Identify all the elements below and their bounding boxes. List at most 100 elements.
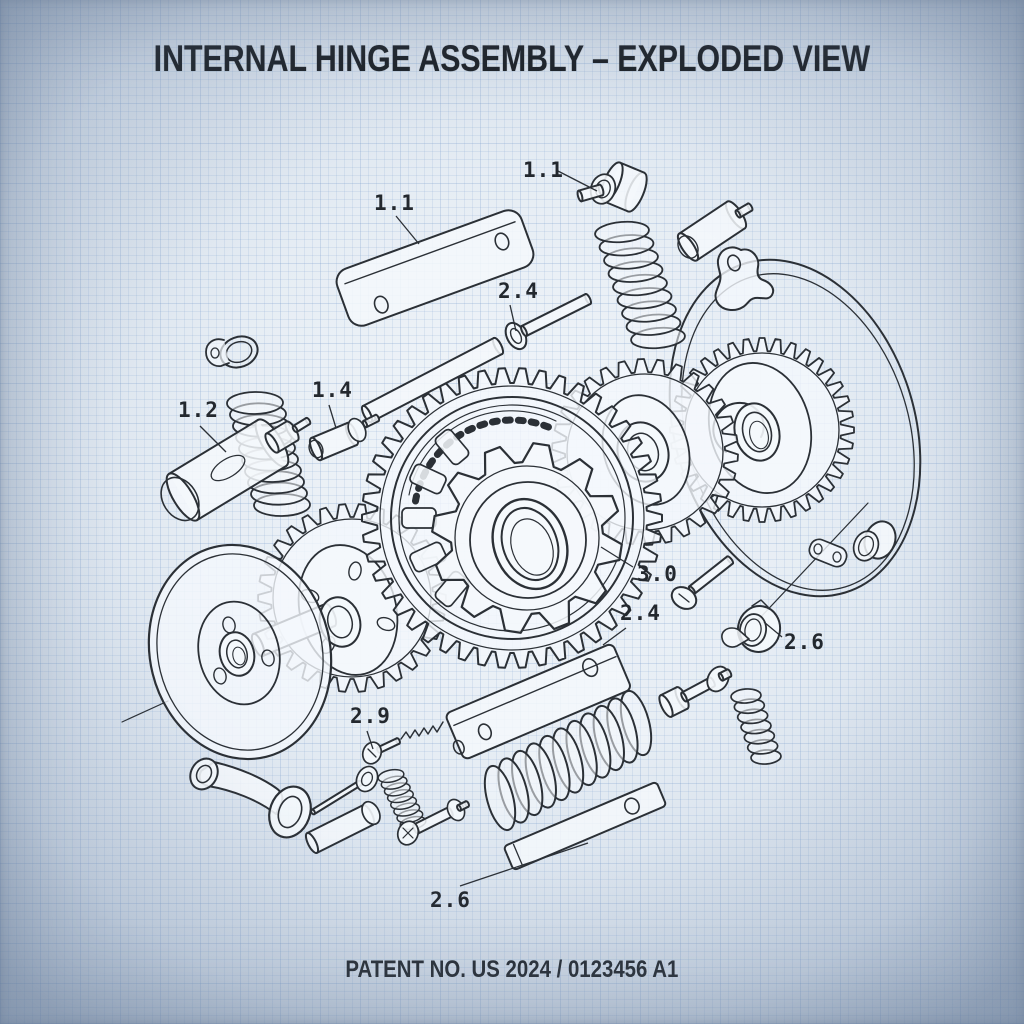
spring-coil — [226, 391, 284, 415]
leader-8 — [763, 621, 783, 638]
small-bolt — [396, 798, 470, 846]
cylinder-part — [578, 184, 603, 202]
cylinder-part — [678, 200, 729, 235]
leader-1 — [555, 169, 598, 192]
cylinder-part — [308, 436, 324, 462]
leader-3 — [509, 304, 517, 332]
cylinder-part — [577, 183, 601, 192]
part-label-roller-pin: 1.1 — [523, 158, 564, 182]
cylinder-part — [670, 707, 689, 718]
cylinder-part — [734, 202, 749, 212]
cylinder-part — [165, 472, 201, 522]
leader-9 — [366, 730, 374, 750]
mini-lever — [721, 627, 750, 648]
end-bracket — [714, 246, 775, 311]
cylinder-part — [306, 804, 365, 835]
cylinder-part — [519, 325, 529, 337]
collar-bushing — [721, 599, 782, 653]
cylinder-part — [520, 293, 587, 328]
cylinder-part — [717, 672, 725, 682]
leader-2 — [395, 215, 420, 245]
cylinder-part — [681, 677, 715, 702]
clevis-pin — [304, 800, 381, 854]
cylinder-part — [734, 209, 742, 219]
cylinder-part — [370, 352, 504, 423]
cylinder-part — [196, 465, 288, 522]
cylinder-part — [521, 294, 591, 336]
axis-line-right — [757, 502, 869, 621]
part-label-mounting-bar: 2.4 — [620, 601, 661, 625]
long-screw — [310, 765, 379, 816]
part-label-pin-washer: 2.4 — [498, 279, 539, 303]
part-labels: 1.1 1.1 2.4 1.4 1.2 3.0 2.4 2.6 2.9 2.6 — [178, 158, 825, 912]
cylinder-part — [310, 421, 349, 439]
cylinder-part — [319, 444, 358, 462]
cylinder-part — [168, 419, 287, 521]
leader-flywheel — [121, 700, 169, 723]
cylinder-part — [362, 338, 503, 422]
coil-spring-right — [730, 688, 782, 765]
flat-strap — [503, 781, 667, 871]
cylinder-part — [602, 200, 629, 213]
mounting-bar — [445, 643, 631, 760]
drawing-title-row: INTERNAL HINGE ASSEMBLY – EXPLODED VIEW — [0, 38, 1024, 80]
part-label-bushing: 1.4 — [312, 378, 353, 402]
leader-10 — [459, 842, 589, 887]
top-cover-bar — [335, 209, 535, 327]
cylinder-part — [739, 209, 754, 219]
cylinder-part — [603, 162, 645, 212]
main-ring-gear — [361, 367, 663, 669]
leader-5 — [199, 425, 227, 453]
cylinder-part — [315, 823, 374, 854]
cylinder-part — [304, 832, 320, 854]
cylinder-part — [580, 194, 604, 203]
cylinder-part — [679, 201, 745, 261]
cylinder-part — [264, 432, 280, 454]
part-label-main-gear: 3.0 — [637, 562, 678, 586]
cylinder-part — [680, 676, 711, 694]
ring-clamp — [205, 335, 259, 369]
cylinder-part — [276, 439, 299, 454]
cylinder-part — [376, 737, 398, 749]
shoulder-bolt — [658, 665, 733, 718]
coil-spring-top — [594, 220, 686, 350]
cylinder-part — [695, 227, 746, 262]
cylinder-part — [291, 424, 299, 434]
part-label-collar: 2.6 — [784, 630, 825, 654]
leader-7 — [602, 627, 627, 646]
spring-coil — [483, 764, 517, 832]
part-label-set-screw: 2.9 — [350, 704, 391, 728]
cap-right — [852, 520, 897, 562]
pin-and-washer — [360, 293, 593, 424]
cylinder-part — [362, 413, 377, 422]
part-label-plunger: 1.2 — [178, 398, 219, 422]
cylinder-part — [619, 161, 646, 174]
set-screw-2-9 — [361, 721, 444, 765]
cylinder-part — [311, 780, 362, 815]
spring-coil — [594, 220, 650, 244]
cylinder-part — [379, 742, 401, 754]
patent-number: PATENT NO. US 2024 / 0123456 A1 — [345, 956, 679, 983]
crank-lever — [189, 757, 312, 839]
cylinder-part — [310, 779, 360, 811]
cylinder-part — [167, 418, 259, 475]
cylinder-part — [660, 687, 688, 717]
cylinder-part — [292, 417, 308, 428]
main-coil-spring — [483, 689, 653, 832]
cylinder-part — [412, 806, 449, 826]
cylinder-part — [456, 804, 462, 812]
sleeve — [676, 200, 754, 262]
cylinder-part — [680, 691, 688, 703]
cylinder-part — [361, 337, 495, 408]
cylinder-part — [417, 815, 454, 835]
cylinder-part — [576, 189, 584, 203]
spring-coil — [730, 688, 762, 704]
leader-6 — [600, 546, 634, 568]
cylinder-plunger — [160, 416, 312, 522]
flywheel-disc — [147, 543, 333, 761]
cylinder-part — [525, 302, 592, 337]
cylinder-part — [659, 686, 678, 697]
cylinder-part — [377, 738, 400, 753]
cylinder-part — [313, 784, 363, 816]
